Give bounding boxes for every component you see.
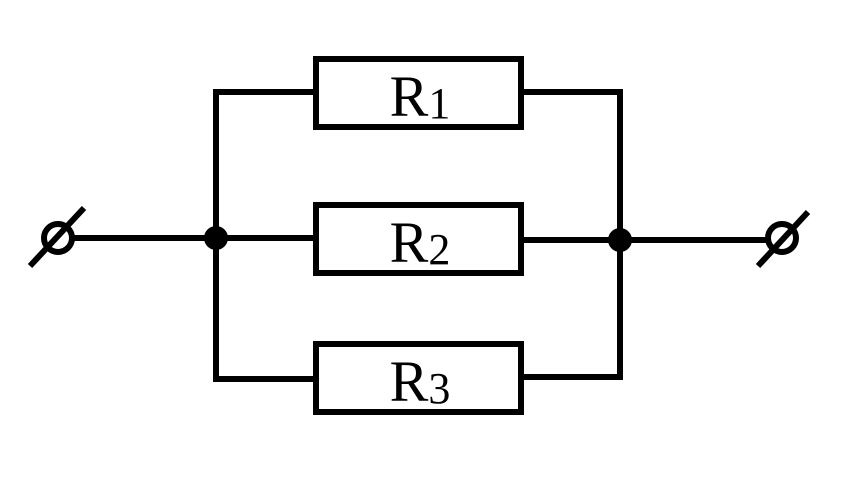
resistor-r3: R3 [313, 341, 524, 415]
resistor-r1-body [313, 56, 524, 130]
left-terminal-slash [27, 205, 87, 269]
resistor-r1-name: R [390, 64, 429, 129]
resistor-r3-body [313, 341, 524, 415]
resistor-r3-label: R3 [390, 349, 451, 414]
resistor-r1-label: R1 [390, 64, 451, 129]
right-terminal [755, 209, 811, 269]
resistor-r2-label: R2 [390, 210, 451, 275]
left-junction-node [204, 226, 228, 250]
resistor-r3-index: 3 [428, 364, 450, 413]
resistor-r2-index: 2 [428, 225, 450, 274]
resistor-r3-name: R [390, 349, 429, 414]
right-junction-node [608, 228, 632, 252]
resistor-r2-body [313, 202, 524, 276]
wires [72, 89, 768, 382]
resistor-r1-index: 1 [428, 79, 450, 128]
resistor-r2-name: R [390, 210, 429, 275]
resistor-r1: R1 [313, 56, 524, 130]
right-terminal-slash [755, 209, 811, 269]
resistor-r2: R2 [313, 202, 524, 276]
